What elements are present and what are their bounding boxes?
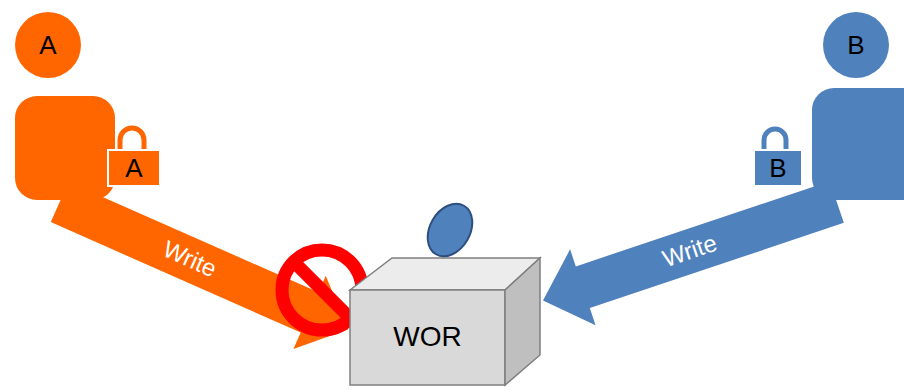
lock-shackle bbox=[120, 128, 144, 152]
letter-label: A bbox=[39, 31, 56, 60]
padlock: B bbox=[750, 116, 808, 190]
person-figure: B bbox=[808, 8, 904, 202]
node-shape bbox=[348, 195, 543, 387]
lock-shackle bbox=[764, 129, 786, 152]
person-figure: A bbox=[12, 8, 118, 202]
person-body bbox=[15, 96, 115, 200]
text-area: A bbox=[108, 150, 160, 186]
box-side-face bbox=[505, 258, 540, 385]
box-label: WOR bbox=[393, 322, 461, 353]
letter-label: B bbox=[769, 154, 786, 183]
padlock: A bbox=[104, 116, 164, 190]
person-body bbox=[812, 88, 904, 200]
letter-label: A bbox=[125, 154, 142, 183]
text-area: A bbox=[18, 14, 78, 76]
prohibition-slash bbox=[294, 262, 350, 318]
lock-shackle-outline bbox=[120, 128, 144, 152]
text-area: B bbox=[826, 14, 886, 76]
block-arrow bbox=[543, 181, 844, 325]
lock-body bbox=[754, 150, 802, 186]
person-head bbox=[823, 12, 889, 78]
text-area: B bbox=[754, 150, 802, 186]
lock-shackle-outline bbox=[764, 129, 786, 152]
person-head bbox=[15, 12, 81, 78]
lock-body bbox=[108, 150, 160, 186]
wor-box: WOR bbox=[348, 195, 543, 387]
node-shape bbox=[12, 8, 118, 202]
letter-label: B bbox=[847, 31, 864, 60]
coin bbox=[419, 196, 482, 264]
text-area: WOR bbox=[350, 290, 505, 385]
box-front-face bbox=[350, 290, 505, 385]
